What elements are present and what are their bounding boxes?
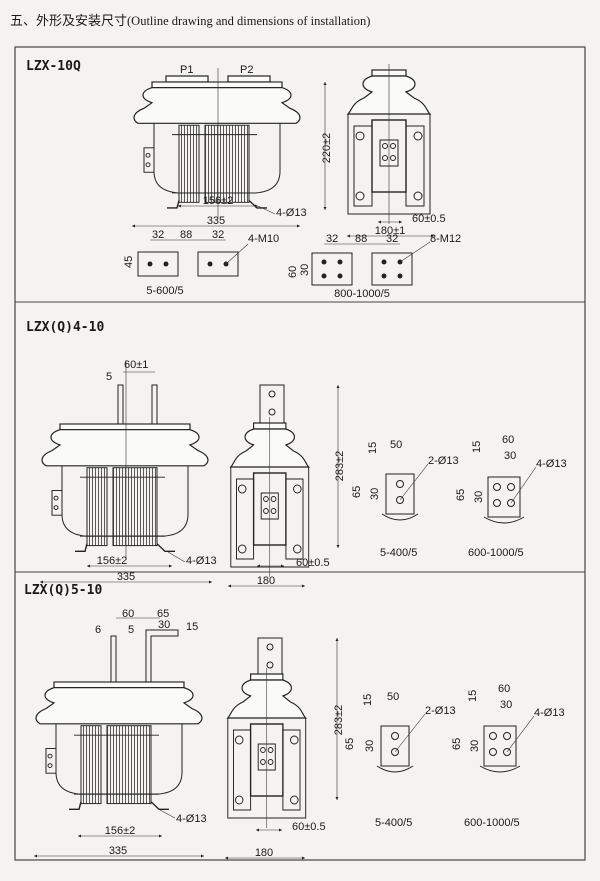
dim-side-base: 60±0.5 <box>296 557 330 569</box>
dim-c: 32 <box>386 233 398 245</box>
dimension-label: 30 <box>504 450 516 462</box>
model-title: LZX(Q)4-10 <box>26 320 104 335</box>
dim-5: 5 <box>128 624 134 636</box>
dimension-label: 65 <box>344 738 356 750</box>
dim-side-base: 60±0.5 <box>412 213 446 225</box>
dim-15: 15 <box>186 621 198 633</box>
dim-length: 335 <box>117 571 135 583</box>
dim-30: 30 <box>158 619 170 631</box>
dim-6: 6 <box>95 624 101 636</box>
dimension-label: 50 <box>387 691 399 703</box>
dimension-label: 5-400/5 <box>375 817 412 829</box>
dimension-label: 50 <box>390 439 402 451</box>
panel-lzx-q-5-10: LZX(Q)5-10 60 65 30 15 6 5 156±2 4-Ø13 3… <box>24 583 565 860</box>
dim-h2: 30 <box>299 264 311 276</box>
panel-lzx-q-4-10: LZX(Q)4-10 60±1 5 156±2 4-Ø13 335 283±2 … <box>26 320 567 588</box>
model-title: LZX(Q)5-10 <box>24 583 102 598</box>
dim-height: 220±2 <box>321 133 333 164</box>
dimension-label: 65 <box>451 738 463 750</box>
dim-base: 156±2 <box>105 825 136 837</box>
dimension-label: 600-1000/5 <box>468 547 524 559</box>
dimension-label: 65 <box>455 489 467 501</box>
frame <box>14 46 586 861</box>
dim-width: 180±1 <box>375 225 406 237</box>
dim-a: 32 <box>152 229 164 241</box>
terminal-800-1000: 32 88 32 60 30 8-M12 800-1000/5 <box>287 233 461 300</box>
dim-holes: 4-Ø13 <box>186 555 217 567</box>
terminal-600-1000: 60 30 15 65 30 4-Ø13 600-1000/5 <box>455 434 567 559</box>
dimension-label: 2-Ø13 <box>428 455 459 467</box>
dim-width: 180 <box>255 847 273 859</box>
terminal-600-1000: 60 30 15 65 30 4-Ø13 600-1000/5 <box>451 683 565 829</box>
section-heading: 五、外形及安装尺寸(Outline drawing and dimensions… <box>10 10 370 29</box>
bolts-label: 4-M10 <box>248 233 279 245</box>
dimension-label: 4-Ø13 <box>536 458 567 470</box>
heading-cn: 五、外形及安装尺寸 <box>10 14 128 29</box>
label-p2: P2 <box>240 64 253 76</box>
dimension-label: 4-Ø13 <box>534 707 565 719</box>
panel-lzx-10q: LZX-10Q P1 P2 220±2 156±2 4-Ø13 335 60±0… <box>26 59 461 300</box>
dim-top-gap: 60±1 <box>124 359 148 371</box>
dim-height: 283±2 <box>333 705 345 736</box>
front-view <box>133 81 301 209</box>
dimension-label: 15 <box>467 690 479 702</box>
dimension-label: 2-Ø13 <box>425 705 456 717</box>
dim-holes: 4-Ø13 <box>176 813 207 825</box>
dim-holes: 4-Ø13 <box>276 207 307 219</box>
dim-b: 88 <box>355 233 367 245</box>
dim-h: 45 <box>123 256 135 268</box>
dimension-label: 600-1000/5 <box>464 817 520 829</box>
terminal-5-600: 32 88 32 45 4-M10 5-600/5 <box>123 229 279 297</box>
dim-height: 283±2 <box>334 451 346 482</box>
dim-base: 156±2 <box>203 195 234 207</box>
terminal-5-400: 50 15 65 30 2-Ø13 5-400/5 <box>344 691 456 829</box>
dimension-label: 5-400/5 <box>380 547 417 559</box>
dimension-label: 30 <box>369 488 381 500</box>
label-p1: P1 <box>180 64 193 76</box>
dim-a: 32 <box>326 233 338 245</box>
dim-60: 60 <box>122 608 134 620</box>
terminal-5-400: 50 15 65 30 2-Ø13 5-400/5 <box>351 439 459 559</box>
front-view <box>41 423 209 552</box>
dim-65: 65 <box>157 608 169 620</box>
dimension-label: 30 <box>473 491 485 503</box>
dimension-label: 65 <box>351 486 363 498</box>
ratio-label: 5-600/5 <box>146 285 183 297</box>
front-view <box>35 681 203 810</box>
dim-side-base: 60±0.5 <box>292 821 326 833</box>
dim-h1: 60 <box>287 266 299 278</box>
dimension-label: 30 <box>364 740 376 752</box>
bolts-label: 8-M12 <box>430 233 461 245</box>
dim-c: 32 <box>212 229 224 241</box>
dim-gap: 5 <box>106 371 112 383</box>
side-view <box>230 416 310 578</box>
heading-en: (Outline drawing and dimensions of insta… <box>127 14 371 28</box>
ratio-label: 800-1000/5 <box>334 288 390 300</box>
dim-b: 88 <box>180 229 192 241</box>
dim-length: 335 <box>109 845 127 857</box>
dimension-label: 15 <box>367 442 379 454</box>
dimension-label: 15 <box>471 441 483 453</box>
dimension-label: 60 <box>498 683 510 695</box>
dimension-label: 30 <box>500 699 512 711</box>
dimension-label: 30 <box>469 740 481 752</box>
dim-length: 335 <box>207 215 225 227</box>
model-title: LZX-10Q <box>26 59 81 74</box>
side-view <box>227 667 307 829</box>
dim-base: 156±2 <box>97 555 128 567</box>
dimension-label: 15 <box>362 694 374 706</box>
dim-width: 180 <box>257 575 275 587</box>
side-view <box>347 63 431 225</box>
dimension-label: 60 <box>502 434 514 446</box>
